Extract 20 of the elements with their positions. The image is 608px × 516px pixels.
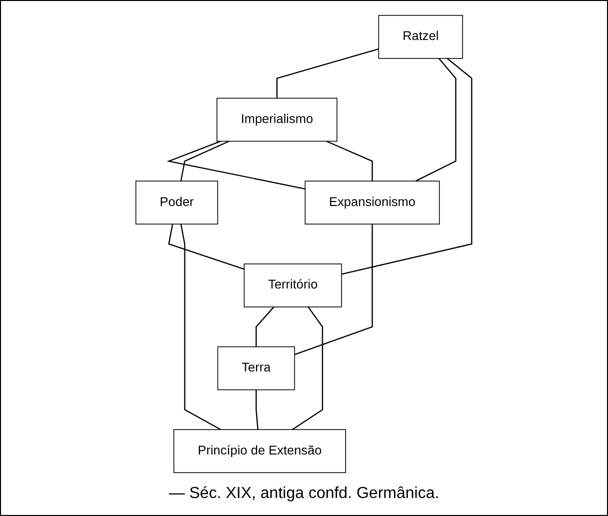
connector [168,224,245,270]
connector [256,390,259,430]
node-box: Ratzel [378,14,464,59]
connector [292,306,324,430]
node-box: Expansionismo [304,180,440,224]
node-box: Território [244,264,342,308]
node-box: Terra [218,346,296,390]
node-box: Poder [136,180,218,224]
connector [294,224,374,356]
connector [180,224,222,430]
connector [180,140,230,182]
node-box: Imperialismo [216,98,338,142]
connector [342,58,472,275]
connector [276,48,380,98]
connector [416,58,457,182]
caption: — Séc. XIX, antiga confd. Germânica. [168,485,440,503]
connector [166,140,306,190]
connector [256,306,274,347]
node-box: Princípio de Extensão [174,429,346,474]
connector [326,140,374,182]
